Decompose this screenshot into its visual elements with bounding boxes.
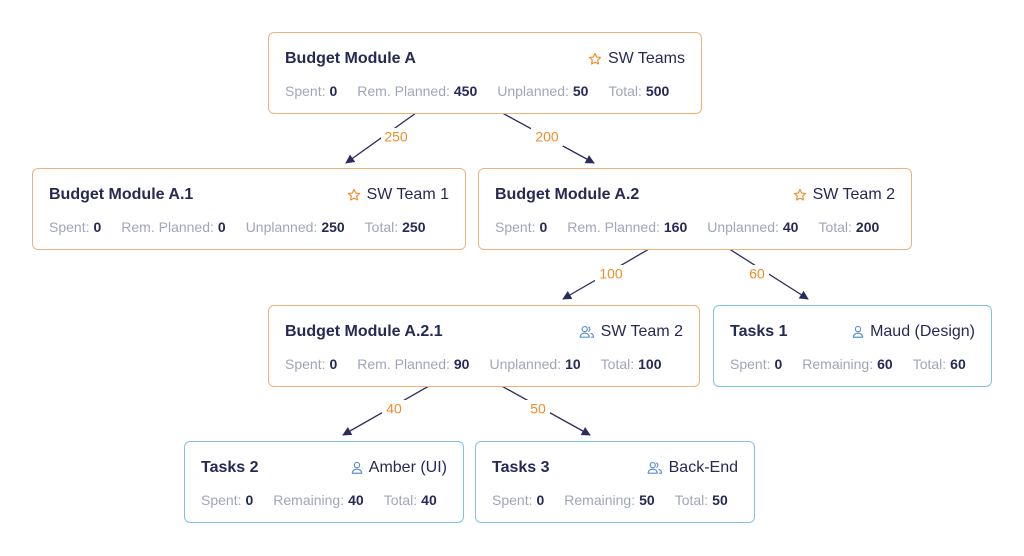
- node-stats: Spent:0 Rem. Planned:450 Unplanned:50 To…: [285, 83, 669, 99]
- stat-spent: Spent:0: [492, 492, 545, 508]
- owner-label: Amber (UI): [368, 459, 447, 476]
- star-icon: [588, 52, 602, 65]
- stat-remaining: Remaining:60: [802, 356, 893, 372]
- node-title: Tasks 2: [201, 459, 259, 476]
- node-stats: Spent:0 Rem. Planned:160 Unplanned:40 To…: [495, 219, 879, 235]
- node-title: Tasks 1: [730, 323, 788, 340]
- user-icon: [852, 325, 864, 338]
- stat-rem-planned: Rem. Planned:90: [357, 356, 470, 372]
- stat-spent: Spent:0: [49, 219, 102, 235]
- edge-label: 200: [535, 129, 559, 145]
- node-title: Budget Module A.2.1: [285, 323, 443, 340]
- node-stats: Spent:0 Remaining:40 Total:40: [201, 492, 437, 508]
- user-icon: [351, 461, 363, 474]
- owner-label: Maud (Design): [870, 323, 975, 340]
- node-title: Tasks 3: [492, 459, 550, 476]
- owner-label: SW Team 2: [812, 186, 895, 203]
- stat-total: Total:200: [818, 219, 880, 235]
- budget-module-a1-card[interactable]: Budget Module A.1 SW Team 1 Spent:0 Rem.…: [32, 168, 466, 250]
- node-owner: SW Team 1: [347, 186, 449, 204]
- stat-unplanned: Unplanned:250: [245, 219, 345, 235]
- budget-module-a21-card[interactable]: Budget Module A.2.1 SW Team 2 Spent:0 Re…: [268, 305, 700, 387]
- node-stats: Spent:0 Rem. Planned:0 Unplanned:250 Tot…: [49, 219, 426, 235]
- edge-label: 50: [530, 401, 546, 417]
- node-owner: Maud (Design): [852, 323, 975, 341]
- owner-label: SW Teams: [607, 50, 685, 67]
- edge-label: 250: [384, 129, 408, 145]
- users-icon: [579, 326, 594, 338]
- stat-unplanned: Unplanned:40: [707, 219, 799, 235]
- star-icon: [347, 188, 360, 201]
- stat-spent: Spent:0: [285, 83, 338, 99]
- budget-module-a2-card[interactable]: Budget Module A.2 SW Team 2 Spent:0 Rem.…: [478, 168, 912, 250]
- users-icon: [647, 462, 662, 474]
- tasks-2-card[interactable]: Tasks 2 Amber (UI) Spent:0 Remaining:40 …: [184, 441, 464, 523]
- edge-a-a1: 250: [345, 102, 431, 164]
- edge-label: 40: [386, 401, 402, 417]
- stat-spent: Spent:0: [730, 356, 783, 372]
- stat-total: Total:100: [600, 356, 662, 372]
- stat-total: Total:500: [608, 83, 670, 99]
- stat-remaining: Remaining:40: [273, 492, 364, 508]
- node-stats: Spent:0 Rem. Planned:90 Unplanned:10 Tot…: [285, 356, 662, 372]
- stat-unplanned: Unplanned:50: [497, 83, 589, 99]
- stat-rem-planned: Rem. Planned:160: [567, 219, 688, 235]
- stat-spent: Spent:0: [285, 356, 338, 372]
- stat-total: Total:250: [364, 219, 426, 235]
- star-icon: [793, 188, 806, 201]
- owner-label: SW Team 2: [600, 323, 683, 340]
- stat-spent: Spent:0: [201, 492, 254, 508]
- stat-rem-planned: Rem. Planned:0: [121, 219, 226, 235]
- node-title: Budget Module A: [285, 50, 416, 67]
- node-owner: SW Teams: [588, 50, 685, 68]
- edge-label: 60: [749, 266, 765, 282]
- node-stats: Spent:0 Remaining:60 Total:60: [730, 356, 966, 372]
- node-owner: SW Team 2: [579, 323, 683, 341]
- stat-rem-planned: Rem. Planned:450: [357, 83, 478, 99]
- edge-label: 100: [599, 266, 623, 282]
- node-title: Budget Module A.2: [495, 186, 640, 203]
- stat-unplanned: Unplanned:10: [489, 356, 581, 372]
- tasks-1-card[interactable]: Tasks 1 Maud (Design) Spent:0 Remaining:…: [713, 305, 992, 387]
- stat-total: Total:60: [912, 356, 966, 372]
- stat-total: Total:50: [674, 492, 728, 508]
- node-owner: Back-End: [647, 459, 738, 477]
- stat-total: Total:40: [383, 492, 437, 508]
- node-stats: Spent:0 Remaining:50 Total:50: [492, 492, 728, 508]
- owner-label: Back-End: [668, 459, 738, 476]
- node-title: Budget Module A.1: [49, 186, 194, 203]
- stat-spent: Spent:0: [495, 219, 548, 235]
- node-owner: SW Team 2: [793, 186, 895, 204]
- stat-remaining: Remaining:50: [564, 492, 655, 508]
- owner-label: SW Team 1: [366, 186, 449, 203]
- budget-module-a-card[interactable]: Budget Module A SW Teams Spent:0 Rem. Pl…: [268, 32, 702, 114]
- node-owner: Amber (UI): [351, 459, 447, 477]
- tasks-3-card[interactable]: Tasks 3 Back-End Spent:0 Remaining:50 To…: [475, 441, 755, 523]
